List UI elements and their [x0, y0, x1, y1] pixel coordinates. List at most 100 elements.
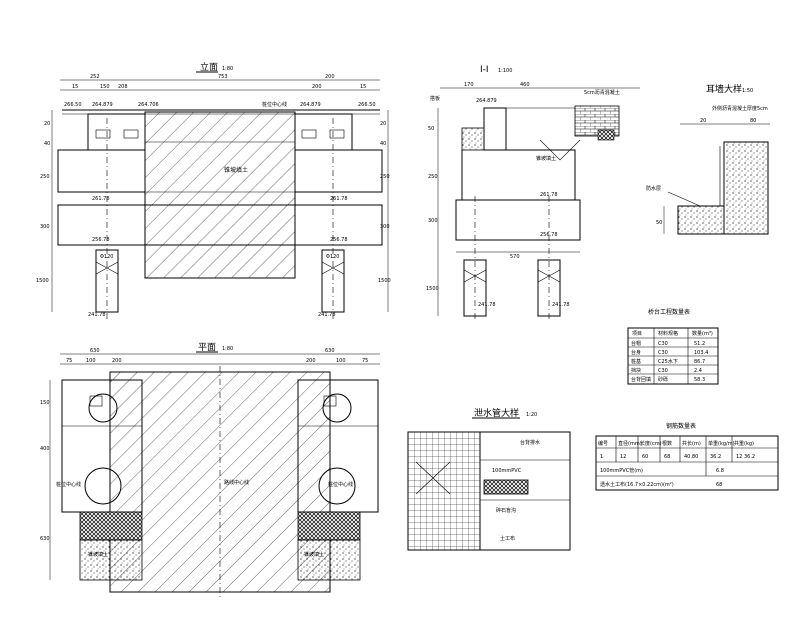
rebar-cell: 68: [664, 454, 670, 460]
qty-row-spec: C30: [658, 350, 668, 356]
section-note-top: 5cm沥青混凝土: [584, 89, 620, 96]
section-vdim-2: 250: [428, 174, 438, 180]
qty-row-value: 103.4: [694, 350, 708, 356]
elev-tip-label-l: 241.78: [88, 312, 106, 318]
elev-cap-label-r: 261.78: [330, 196, 348, 202]
qty-row-value: 2.4: [694, 368, 702, 374]
elev-dim-sub-1: 15: [72, 84, 78, 90]
plan-dim-sub-5: 100: [336, 358, 346, 364]
rebar-note-1-label: 100mmPVC管(m): [600, 467, 643, 474]
drain-note-4: 土工布: [500, 535, 515, 542]
elev-pile-label-l: 256.78: [92, 237, 110, 243]
wingwall-title: 耳墙大样: [706, 83, 742, 95]
elev-pile-label-r: 256.78: [330, 237, 348, 243]
section-dim-base: 570: [510, 254, 520, 260]
qty-row-value: 86.7: [694, 359, 705, 365]
rebar-cell: 40.80: [684, 454, 698, 460]
plan-dim-sub-3: 200: [112, 358, 122, 364]
elev-dim-sub-5: 15: [360, 84, 366, 90]
elev-fill-note: 锥坡填土: [224, 166, 248, 174]
elev-label-6: 266.50: [358, 102, 376, 108]
qty-row-spec: 砂砾: [658, 376, 668, 383]
plan-title: 平面: [198, 342, 216, 353]
drain-detail: 泄水管大样 1:20 台背排水 100mmPVC 碎石盲沟 土工布: [407, 407, 571, 551]
elev-abutment-right-cap: [294, 113, 353, 151]
wing-dim-a: 20: [700, 118, 706, 124]
drain-note-1: 台背排水: [520, 439, 540, 446]
elev-vdim-l-4: 300: [40, 224, 50, 230]
elev-vdim-l-5: 1500: [36, 278, 49, 284]
rebar-cell: 1: [600, 454, 603, 460]
section-tip-a: 241.78: [478, 302, 496, 308]
rebar-header-cell: 单重(kg/m): [708, 440, 735, 447]
drain-note-2: 100mmPVC: [492, 468, 522, 474]
elev-dim-top-1: 252: [90, 74, 100, 80]
rebar-cell: 12 36.2: [736, 454, 755, 460]
elev-label-2: 264.879: [92, 102, 113, 108]
elev-vdim-r-4: 300: [380, 224, 390, 230]
qty-h0: 项目: [632, 331, 642, 337]
plan-note-l: 桩位中心线: [56, 481, 81, 488]
rebar-table-title: 钢筋数量表: [666, 422, 696, 430]
rebar-note-2-label: 透水土工布(16.7×0.22cm)(m²): [600, 481, 674, 488]
rebar-cell: 60: [642, 454, 648, 460]
elevation-scale: 1:80: [222, 66, 233, 72]
drain-grid-fill: [407, 431, 481, 551]
qty-table-title: 桥台工程数量表: [648, 308, 690, 316]
plan-vdim-2: 400: [40, 446, 50, 452]
plan-dim-top-1: 630: [90, 348, 100, 354]
elev-vdim-r-5: 1500: [378, 278, 391, 284]
elev-abutment-left-body: [57, 149, 146, 193]
elev-dim-sub-3: 208: [118, 84, 128, 90]
elev-dim-sub-2: 150: [100, 84, 110, 90]
elev-vdim-l-1: 20: [44, 121, 50, 127]
section-view: I-I 1:100 170 460 264.879 5cm沥青混凝土 搭板 锥坡…: [426, 65, 640, 320]
plan-dim-sub-4: 200: [306, 358, 316, 364]
plan-view: 平面 1:80 630 630 75 100 200 200 100 75 路线…: [40, 342, 380, 600]
section-note-slab: 搭板: [430, 95, 440, 102]
section-vdim-3: 300: [428, 218, 438, 224]
plan-cone-r: 锥坡填土: [304, 551, 324, 558]
elev-pile-dia-r: Φ120: [326, 254, 339, 260]
rebar-table: 钢筋数量表 编号直径(mm)长度(cm)根数共长(m)单重(kg/m)共重(kg…: [595, 422, 779, 491]
rebar-header-cell: 直径(mm): [618, 440, 642, 447]
qty-row-spec: C25水下: [658, 358, 678, 365]
section-vdim-4: 1500: [426, 286, 439, 292]
elev-cap-label-l: 261.78: [92, 196, 110, 202]
elev-vdim-r-2: 40: [380, 141, 386, 147]
elev-abutment-right-body: [294, 149, 383, 193]
elev-vdim-r-1: 20: [380, 121, 386, 127]
rebar-cell: 36.2: [710, 454, 721, 460]
elev-label-5: 264.879: [300, 102, 321, 108]
plan-cone-l: 锥坡填土: [88, 551, 108, 558]
wingwall-base: [677, 205, 725, 235]
section-fill-note: 锥坡填土: [536, 155, 556, 162]
qty-row-item: 挡块: [631, 367, 641, 374]
plan-vdim-1: 150: [40, 400, 50, 406]
plan-vdim-3: 630: [40, 536, 50, 542]
wingwall-note-side: 防水层: [646, 185, 661, 192]
elev-dim-top-3: 200: [325, 74, 335, 80]
elev-dim-top-2: 753: [218, 74, 228, 80]
qty-row-value: 51.2: [694, 341, 705, 347]
section-cap: [455, 199, 581, 241]
plan-dim-sub-6: 75: [362, 358, 368, 364]
section-title: I-I: [480, 65, 489, 75]
plan-note-r: 桩位中心线: [328, 481, 353, 488]
drain-scale: 1:20: [526, 412, 537, 418]
plan-dim-top-2: 630: [325, 348, 335, 354]
rebar-headers: 编号直径(mm)长度(cm)根数共长(m)单重(kg/m)共重(kg): [598, 440, 754, 447]
plan-dim-sub-1: 75: [66, 358, 72, 364]
section-elev-a: 261.78: [540, 192, 558, 198]
wingwall-detail: 耳墙大样 1:50 外侧沥青混凝土厚度5cm 20 80 防水层 50: [646, 83, 770, 235]
plan-note-mid: 路线中心线: [224, 479, 249, 486]
elevation-view: 立面 1:80 252 753 200 15 150 208 200 15 26…: [36, 61, 391, 320]
wing-dim-c: 50: [656, 220, 662, 226]
rebar-note-2-val: 68: [716, 482, 722, 488]
elev-label-3: 264.706: [138, 102, 159, 108]
elev-tip-label-r: 241.78: [318, 312, 336, 318]
rebar-header-cell: 共长(m): [682, 440, 701, 447]
